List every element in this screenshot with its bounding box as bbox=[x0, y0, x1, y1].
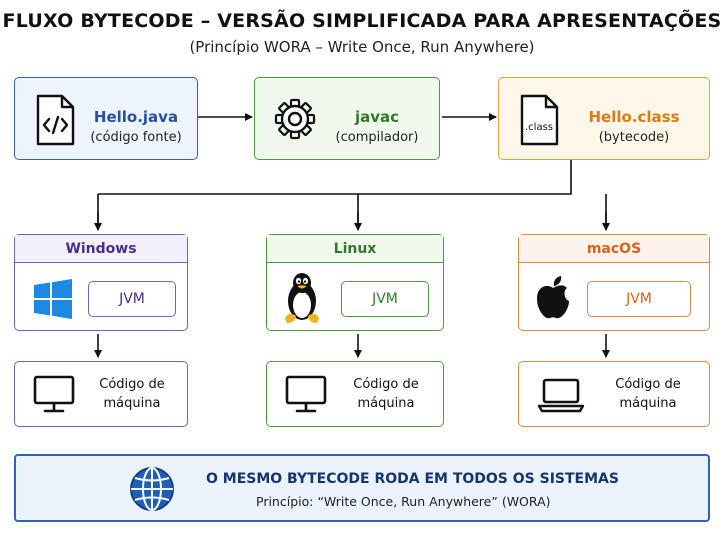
monitor-icon bbox=[285, 375, 327, 413]
windows-header: Windows bbox=[15, 235, 187, 263]
hello-java-desc: (código fonte) bbox=[90, 130, 182, 145]
linux-machine-code-label: Código de máquina bbox=[337, 375, 435, 413]
hello-class-box: .class Hello.class (bytecode) bbox=[498, 77, 710, 160]
windows-machine-code-box: Código de máquina bbox=[14, 361, 188, 427]
hello-class-desc: (bytecode) bbox=[598, 130, 670, 145]
gear-icon bbox=[274, 98, 316, 140]
hello-java-label: Hello.java bbox=[93, 108, 179, 126]
svg-text:.class: .class bbox=[525, 122, 553, 133]
page-title: FLUXO BYTECODE – VERSÃO SIMPLIFICADA PAR… bbox=[2, 10, 722, 32]
linux-jvm-box: JVM bbox=[341, 281, 429, 317]
macos-platform-box: macOS JVM bbox=[518, 234, 710, 331]
page-subtitle: (Princípio WORA – Write Once, Run Anywhe… bbox=[189, 38, 535, 56]
hello-class-label: Hello.class bbox=[588, 108, 680, 126]
macos-header: macOS bbox=[519, 235, 709, 263]
macos-machine-code-box: Código de máquina bbox=[518, 361, 710, 427]
windows-machine-code-label: Código de máquina bbox=[85, 375, 179, 413]
machine-line-2: máquina bbox=[619, 396, 677, 411]
linux-header: Linux bbox=[267, 235, 443, 263]
banner-subtitle: Princípio: “Write Once, Run Anywhere” (W… bbox=[256, 494, 551, 509]
macos-machine-code-label: Código de máquina bbox=[595, 375, 701, 413]
javac-desc: (compilador) bbox=[335, 130, 419, 145]
machine-line-1: Código de bbox=[353, 377, 419, 392]
windows-platform-box: Windows JVM bbox=[14, 234, 188, 331]
apple-logo-icon bbox=[537, 276, 569, 319]
hello-java-box: Hello.java (código fonte) bbox=[14, 77, 198, 160]
globe-icon bbox=[130, 467, 174, 511]
machine-line-1: Código de bbox=[99, 377, 165, 392]
laptop-icon bbox=[537, 378, 585, 413]
branch-line bbox=[97, 160, 607, 228]
macos-jvm-box: JVM bbox=[587, 281, 691, 317]
tux-penguin-icon bbox=[285, 273, 319, 323]
java-file-icon bbox=[36, 94, 75, 146]
machine-line-2: máquina bbox=[103, 396, 161, 411]
machine-line-2: máquina bbox=[357, 396, 415, 411]
wora-banner: O MESMO BYTECODE RODA EM TODOS OS SISTEM… bbox=[14, 454, 710, 522]
linux-machine-code-box: Código de máquina bbox=[266, 361, 444, 427]
javac-box: javac (compilador) bbox=[254, 77, 440, 160]
monitor-icon bbox=[33, 375, 75, 413]
windows-jvm-box: JVM bbox=[88, 281, 176, 317]
windows-logo-icon bbox=[34, 279, 72, 319]
machine-line-1: Código de bbox=[615, 377, 681, 392]
linux-platform-box: Linux JVM bbox=[266, 234, 444, 331]
javac-label: javac bbox=[354, 108, 400, 126]
class-file-icon: .class bbox=[520, 94, 559, 146]
banner-title: O MESMO BYTECODE RODA EM TODOS OS SISTEM… bbox=[206, 471, 619, 487]
